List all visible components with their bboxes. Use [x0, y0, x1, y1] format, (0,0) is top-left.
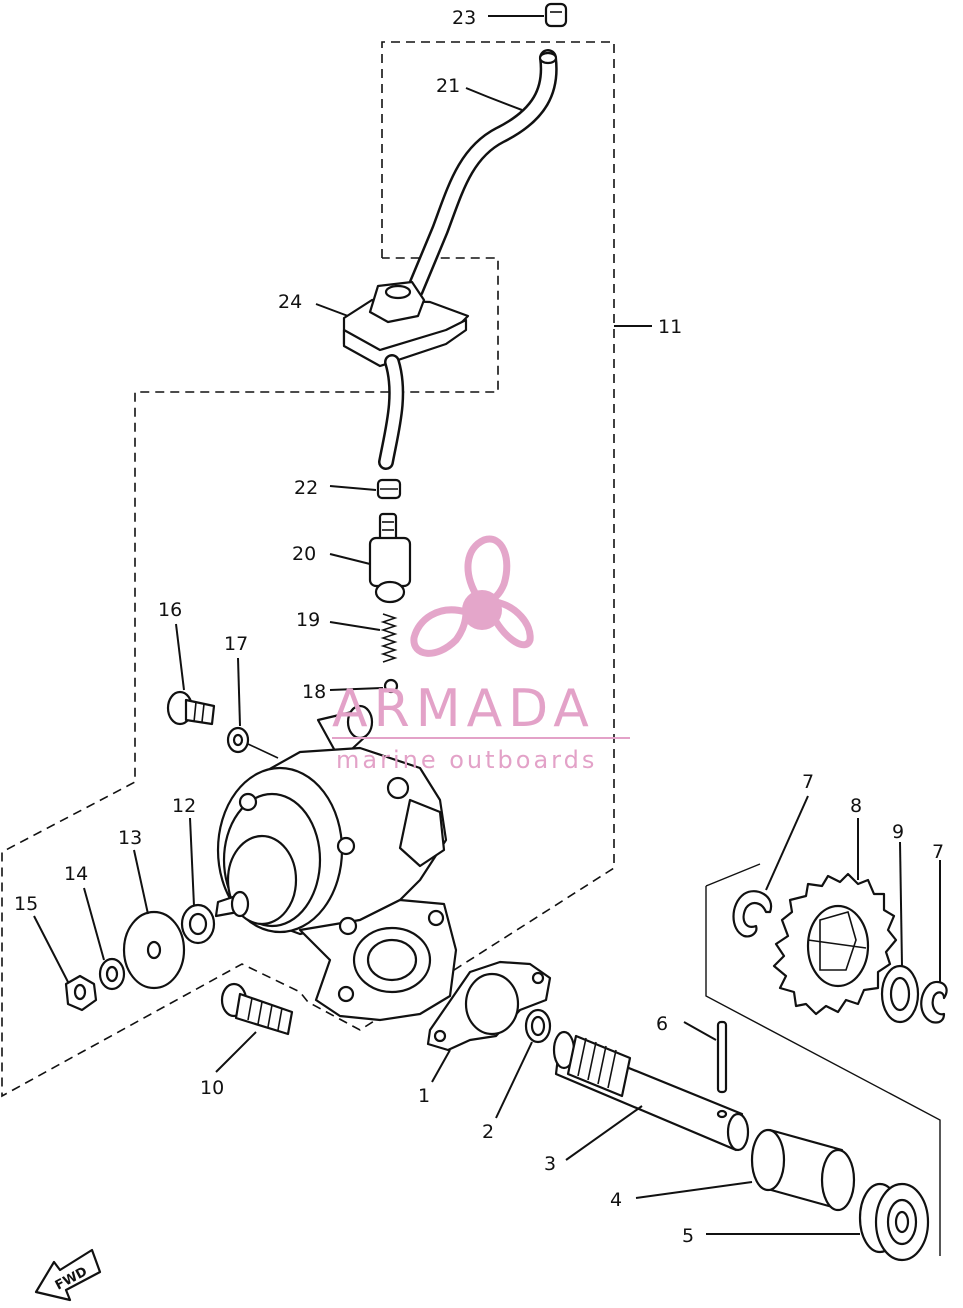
part-2-o-ring — [495, 1008, 552, 1119]
part-3-worm-shaft — [552, 1030, 750, 1161]
watermark-brand: ARMADA — [332, 679, 595, 739]
part-21-delivery-pipe — [406, 49, 558, 299]
callout-4: 4 — [610, 1189, 622, 1211]
watermark-tagline: marine outboards — [336, 746, 597, 774]
gear-group-boundary — [705, 863, 941, 1256]
part-22-clip — [329, 478, 402, 500]
part-4-bushing — [635, 1128, 856, 1212]
part-9-washer — [880, 841, 920, 1024]
callout-14: 14 — [64, 863, 88, 885]
part-23-cap-nut — [488, 2, 568, 28]
part-21-lower-pipe — [378, 354, 405, 470]
callout-5: 5 — [682, 1225, 694, 1247]
callout-10: 10 — [200, 1077, 224, 1099]
fwd-arrow-icon: FWD — [34, 1248, 102, 1302]
part-19-spring — [329, 613, 398, 663]
part-10-bolt — [215, 982, 294, 1073]
callout-11: 11 — [658, 316, 682, 338]
callout-16: 16 — [158, 599, 182, 621]
callout-15: 15 — [14, 893, 38, 915]
callout-12: 12 — [172, 795, 196, 817]
part-8-driven-gear — [772, 818, 898, 1016]
callout-23: 23 — [452, 7, 476, 29]
watermark: ARMADA marine outboards — [332, 535, 630, 774]
callout-21: 21 — [436, 75, 460, 97]
callout-20: 20 — [292, 543, 316, 565]
part-18-check-ball — [329, 678, 399, 694]
callout-9: 9 — [892, 821, 904, 843]
part-12-washer — [180, 817, 216, 945]
part-24-clamp — [315, 280, 470, 368]
callout-7-right: 7 — [932, 841, 944, 863]
part-14-spring-washer — [83, 887, 126, 991]
pump-body — [214, 704, 458, 1022]
part-16-screw — [166, 623, 216, 726]
part-7-circlip-left — [732, 795, 809, 938]
callout-8: 8 — [850, 795, 862, 817]
callout-2: 2 — [482, 1121, 494, 1143]
callout-13: 13 — [118, 827, 142, 849]
callout-17: 17 — [224, 633, 248, 655]
callout-24: 24 — [278, 291, 302, 313]
propeller-logo-icon — [410, 535, 534, 657]
part-1-gasket — [426, 960, 552, 1083]
part-13-plate — [122, 849, 186, 990]
part-20-union-bolt — [329, 512, 412, 604]
part-5-bearing — [706, 1182, 930, 1262]
part-17-washer — [226, 657, 279, 759]
callout-18: 18 — [302, 681, 326, 703]
callout-7-left: 7 — [802, 771, 814, 793]
callout-22: 22 — [294, 477, 318, 499]
part-15-nut — [33, 915, 98, 1012]
part-6-pin — [683, 1020, 728, 1094]
callout-3: 3 — [544, 1153, 556, 1175]
callout-19: 19 — [296, 609, 320, 631]
callout-labels: 1 2 3 4 5 6 7 7 8 9 10 11 12 13 14 15 16… — [14, 7, 944, 1247]
callout-1: 1 — [418, 1085, 430, 1107]
assembly-11-boundary — [1, 41, 652, 1098]
callout-6: 6 — [656, 1013, 668, 1035]
part-7-circlip-right — [920, 860, 948, 1024]
